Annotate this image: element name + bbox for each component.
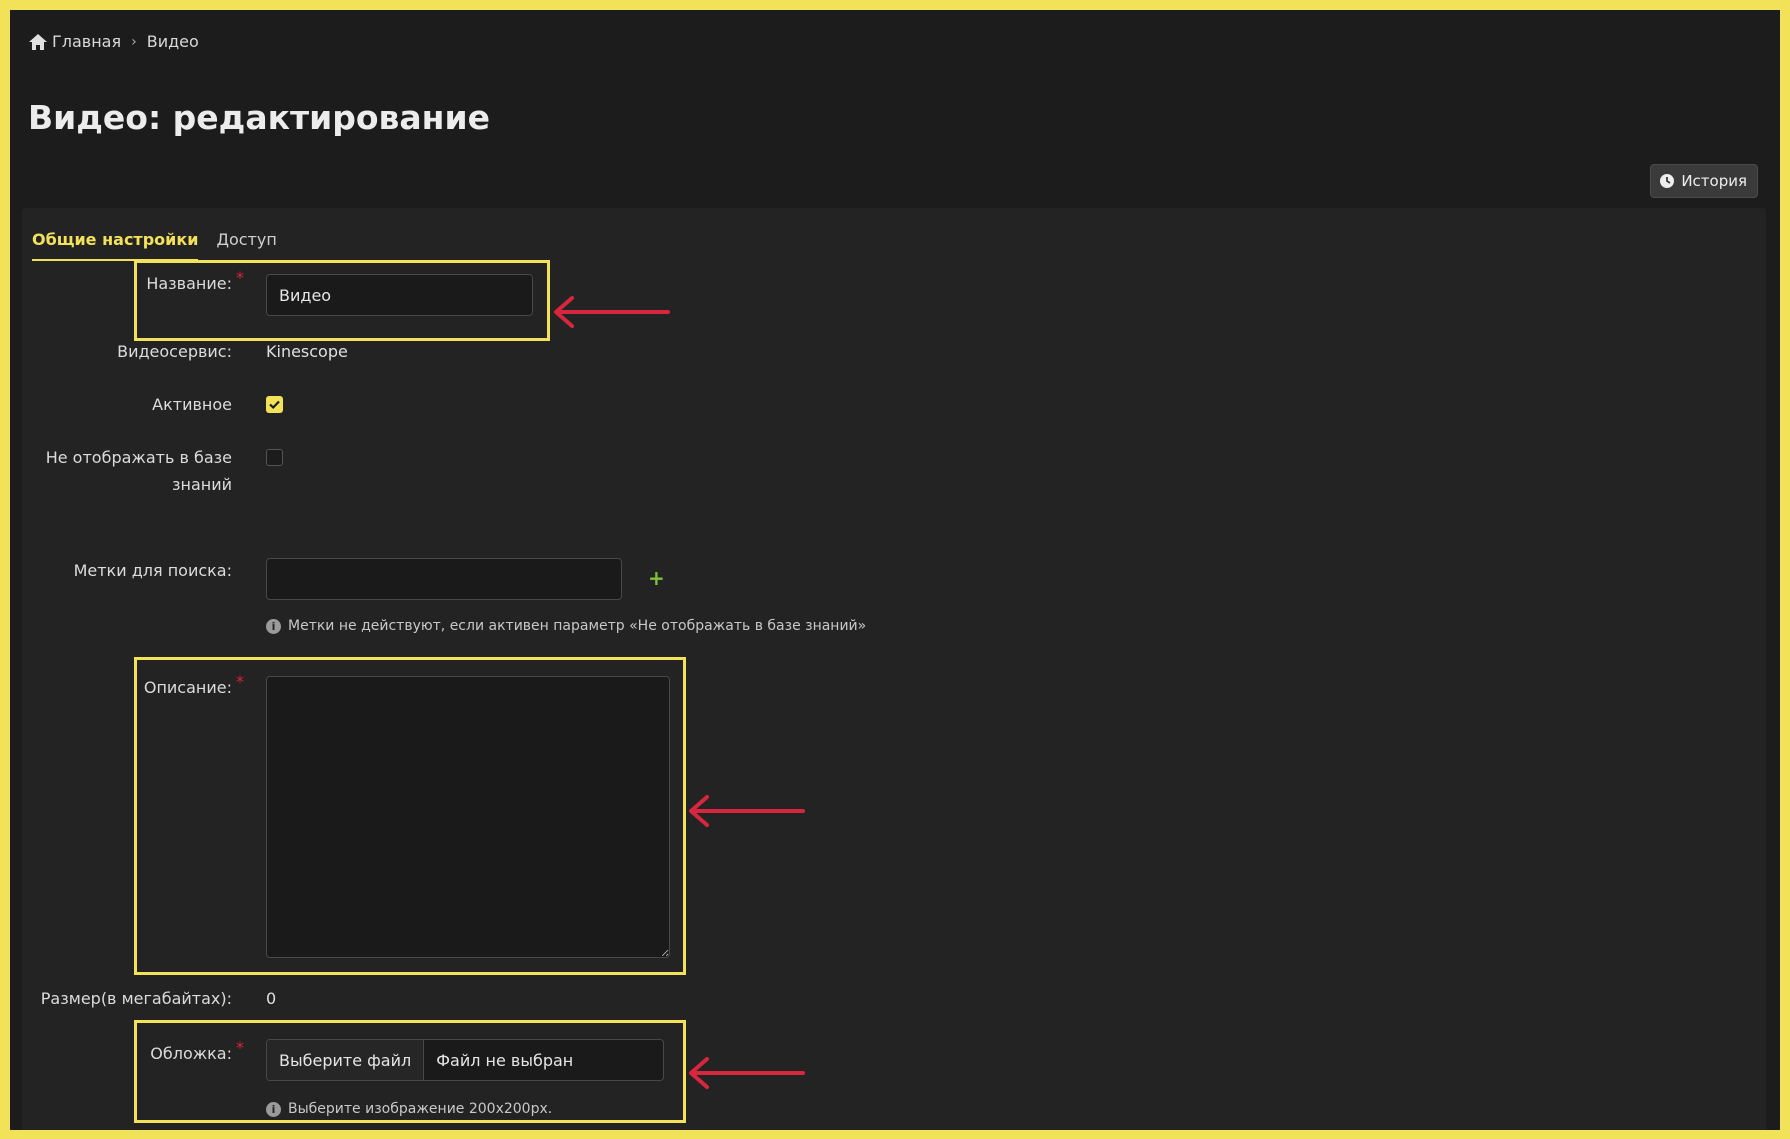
page-title: Видео: редактирование	[28, 98, 490, 137]
history-button-label: История	[1681, 172, 1747, 190]
tags-label: Метки для поиска:	[73, 561, 232, 580]
cover-file-input[interactable]: Выберите файл Файл не выбран	[266, 1039, 664, 1081]
tab-access[interactable]: Доступ	[216, 230, 277, 249]
hide-kb-checkbox[interactable]	[266, 449, 283, 466]
tags-hint: i Метки не действуют, если активен парам…	[266, 618, 866, 634]
active-label: Активное	[152, 395, 232, 414]
checkmark-icon	[269, 400, 280, 410]
tab-bar: Общие настройки Доступ	[32, 226, 277, 261]
description-textarea[interactable]	[266, 676, 670, 958]
active-checkbox[interactable]	[266, 396, 283, 413]
hide-kb-label: Не отображать в базе знаний	[45, 448, 232, 494]
app-frame: Главная › Видео Видео: редактирование Ис…	[10, 10, 1780, 1130]
required-mark: *	[236, 268, 244, 287]
info-icon: i	[266, 1101, 281, 1117]
tab-general-settings[interactable]: Общие настройки	[32, 226, 199, 261]
required-mark: *	[236, 1038, 244, 1057]
cover-label: Обложка:*	[150, 1038, 244, 1067]
name-label: Название:*	[146, 268, 244, 297]
video-service-label: Видеосервис:	[117, 342, 232, 361]
breadcrumb-current: Видео	[146, 32, 199, 51]
file-name-display: Файл не выбран	[436, 1050, 574, 1070]
size-label: Размер(в мегабайтах):	[40, 989, 232, 1008]
annotation-arrow-icon	[689, 1057, 805, 1089]
add-tag-icon[interactable]: +	[648, 566, 665, 590]
tags-input[interactable]	[266, 558, 622, 600]
home-icon[interactable]	[28, 33, 48, 51]
cover-hint: i Выберите изображение 200x200px.	[266, 1101, 552, 1117]
video-service-value: Kinescope	[266, 342, 348, 361]
annotation-arrow-icon	[689, 795, 805, 827]
annotation-arrow-icon	[554, 296, 670, 328]
breadcrumb: Главная › Видео	[28, 32, 199, 51]
required-mark: *	[236, 672, 244, 691]
history-button[interactable]: История	[1650, 164, 1758, 198]
size-value: 0	[266, 989, 277, 1008]
breadcrumb-separator: ›	[131, 33, 137, 50]
breadcrumb-home-link[interactable]: Главная	[52, 32, 122, 51]
choose-file-button[interactable]: Выберите файл	[267, 1040, 425, 1080]
name-input[interactable]	[266, 274, 533, 316]
info-icon: i	[266, 618, 281, 634]
clock-icon	[1660, 174, 1675, 188]
settings-panel: Общие настройки Доступ Название:* Видеос…	[22, 208, 1766, 1130]
description-label: Описание:*	[144, 672, 244, 701]
